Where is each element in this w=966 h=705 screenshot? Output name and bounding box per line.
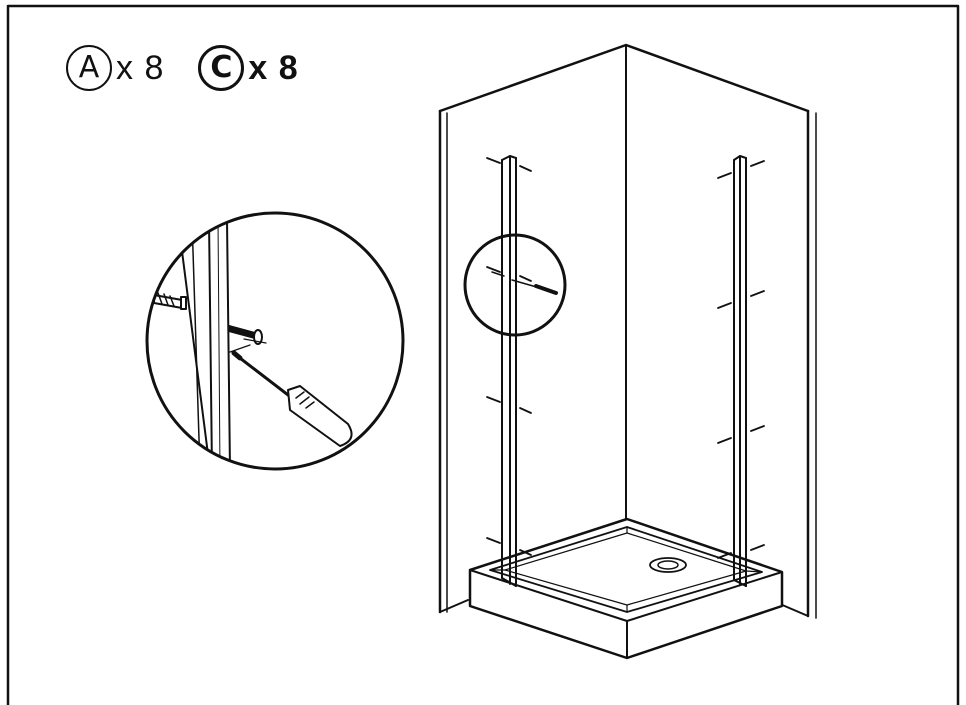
screw-markers-right [717, 160, 765, 559]
screwdriver-icon [231, 350, 353, 447]
detail-callout-circle [463, 233, 567, 337]
part-c-badge: C [198, 45, 245, 91]
shower-enclosure-icon [438, 43, 817, 660]
right-wall-profile [733, 155, 747, 587]
screw-markers-left [486, 157, 532, 556]
part-a-badge: A [66, 45, 112, 91]
legend-item-c: C x 8 [198, 45, 298, 91]
shower-tray-icon [468, 517, 784, 660]
drain-icon [649, 557, 687, 573]
left-wall-profile [501, 155, 517, 587]
part-a-quantity: x 8 [116, 48, 165, 87]
page-frame [6, 4, 960, 705]
screw-icon [228, 325, 267, 353]
parts-legend: A x 8 C x 8 [66, 40, 299, 96]
detail-magnifier [145, 211, 405, 471]
part-c-quantity: x 8 [248, 48, 299, 87]
wall-plug-icon [153, 292, 187, 310]
legend-item-a: A x 8 [66, 45, 164, 91]
